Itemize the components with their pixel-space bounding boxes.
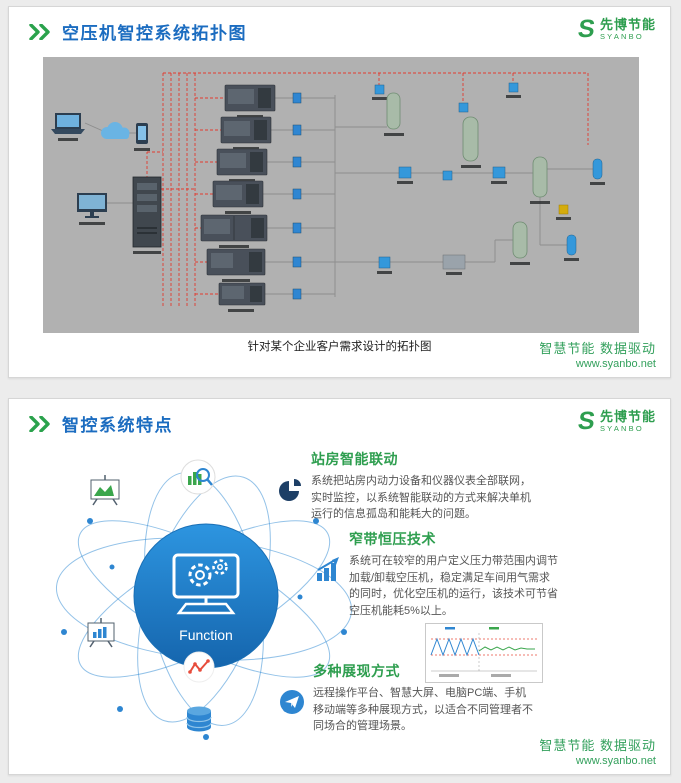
footer-url: www.syanbo.net xyxy=(575,358,656,371)
slide2-header: 智控系统特点 xyxy=(29,411,173,436)
pie-chart-icon xyxy=(277,473,311,523)
air-compressor-icon xyxy=(212,180,264,214)
air-compressor-icon xyxy=(206,248,266,282)
slide-footer: 智慧节能 数据驱动 www.syanbo.net xyxy=(539,340,656,372)
logo-name: 先博节能 xyxy=(599,16,656,32)
feature-text: 系统把站房内动力设备和仪器仪表全部联网，实时监控，以系统智能联动的方式来解决单机… xyxy=(311,475,531,520)
air-compressor-icon xyxy=(220,116,272,150)
feature-station-linkage: 站房智能联动 系统把站房内动力设备和仪器仪表全部联网，实时监控，以系统智能联动的… xyxy=(277,449,541,523)
topology-canvas xyxy=(51,72,605,312)
air-compressor-icon xyxy=(218,282,266,312)
slide-topology: 空压机智控系统拓扑图 S 先博节能 SYANBO xyxy=(8,6,671,378)
search-analytics-icon xyxy=(180,459,216,495)
pressure-band-chart xyxy=(425,623,561,688)
topology-diagram xyxy=(43,57,639,333)
footer-slogan: 智慧节能 数据驱动 xyxy=(539,340,656,356)
air-compressor-icon xyxy=(216,148,268,182)
database-icon xyxy=(186,706,212,732)
footer-slogan: 智慧节能 数据驱动 xyxy=(539,737,656,753)
syanbo-logo: S 先博节能 SYANBO xyxy=(576,407,656,435)
feature-narrow-band-pressure: 窄带恒压技术 系统可在较窄的用户定义压力带范围内调节加载/卸载空压机，稳定满足车… xyxy=(315,529,561,688)
slide-footer: 智慧节能 数据驱动 www.syanbo.net xyxy=(539,737,656,769)
logo-text: 先博节能 SYANBO xyxy=(599,16,656,42)
logo-text: 先博节能 SYANBO xyxy=(599,408,656,434)
syanbo-logo: S 先博节能 SYANBO xyxy=(576,15,656,43)
monitor-icon xyxy=(77,193,107,225)
double-chevron-icon xyxy=(29,415,50,432)
control-cabinet-icon xyxy=(132,176,162,254)
air-tank-icon xyxy=(384,92,550,265)
area-chart-board-icon xyxy=(90,475,120,506)
feature-title: 多种展现方式 xyxy=(313,663,400,679)
topology-caption: 针对某个企业客户需求设计的拓扑图 xyxy=(247,341,432,353)
double-chevron-icon xyxy=(29,23,50,40)
footer-url: www.syanbo.net xyxy=(575,755,656,768)
air-compressor-icon xyxy=(200,214,268,248)
cloud-icon xyxy=(101,122,130,139)
logo-s-icon: S xyxy=(576,407,598,435)
pump-icon xyxy=(377,166,507,274)
feature-display-modes: 多种展现方式 远程操作平台、智慧大屏、电脑PC端、手机移动端等多种展现方式，以适… xyxy=(279,661,535,735)
computer-gears-icon xyxy=(172,553,240,615)
slide-features: 智控系统特点 S 先博节能 SYANBO xyxy=(8,398,671,775)
logo-s-icon: S xyxy=(576,15,598,43)
dryer-icon xyxy=(442,254,466,275)
logo-name: 先博节能 xyxy=(599,408,656,424)
bar-chart-board-icon xyxy=(87,618,115,648)
filter-icon xyxy=(564,158,605,261)
line-chart-icon xyxy=(183,651,215,683)
pressure-sensor-icon xyxy=(372,82,521,181)
hub-canvas: Function xyxy=(55,459,353,740)
signal-bus-lines xyxy=(146,72,589,307)
paper-plane-icon xyxy=(279,685,313,735)
pressure-sensor-icon xyxy=(292,92,302,300)
feature-title: 窄带恒压技术 xyxy=(349,531,436,547)
feature-text: 远程操作平台、智慧大屏、电脑PC端、手机移动端等多种展现方式，以适合不同管理者不… xyxy=(313,687,533,732)
smartphone-icon xyxy=(134,123,150,151)
trend-bar-chart-icon xyxy=(315,553,349,619)
laptop-icon xyxy=(51,113,85,141)
gauge-icon xyxy=(556,204,571,220)
pipe-lines xyxy=(84,95,593,297)
function-hub-diagram: Function xyxy=(54,447,354,769)
logo-sub: SYANBO xyxy=(599,423,644,433)
slide1-header: 空压机智控系统拓扑图 xyxy=(29,19,247,44)
hub-label: Function xyxy=(179,627,233,643)
slide2-title: 智控系统特点 xyxy=(62,416,173,435)
slide1-title: 空压机智控系统拓扑图 xyxy=(62,24,247,43)
feature-title: 站房智能联动 xyxy=(311,451,398,467)
air-compressor-icon xyxy=(224,84,276,118)
feature-text: 系统可在较窄的用户定义压力带范围内调节加载/卸载空压机，稳定满足车间用气需求的同… xyxy=(349,555,558,617)
logo-sub: SYANBO xyxy=(599,31,644,41)
